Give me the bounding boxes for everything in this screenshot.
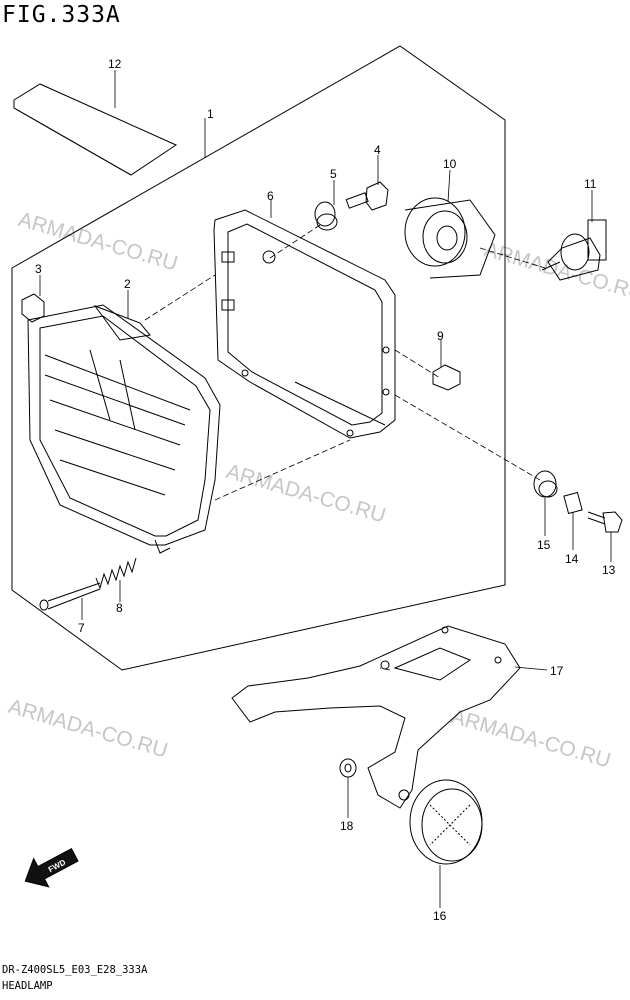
callout-7: 7 [78, 621, 85, 635]
callout-10: 10 [443, 157, 457, 171]
bracket-hole [380, 660, 390, 670]
part-9-nut [432, 364, 461, 391]
part-15-grommet [533, 470, 558, 498]
part-3-clip [21, 293, 45, 323]
callout-5: 5 [330, 167, 337, 181]
callout-6: 6 [267, 189, 274, 203]
bracket-hole [494, 656, 502, 664]
callout-12: 12 [108, 57, 122, 71]
part-17-bracket [231, 625, 521, 809]
part-12-label-plate [13, 83, 178, 176]
callout-11: 11 [584, 177, 597, 191]
part-10-socket [404, 197, 496, 279]
fwd-arrow-icon: FWD [24, 847, 79, 888]
leader-lines [39, 70, 612, 908]
part-4-bolt [345, 181, 389, 211]
callout-1: 1 [207, 107, 214, 121]
callout-15: 15 [537, 538, 551, 552]
part-18-nut [339, 758, 357, 778]
callout-4: 4 [374, 143, 381, 157]
part-8-spring [95, 557, 137, 590]
callout-8: 8 [116, 601, 123, 615]
part-6-housing [213, 209, 396, 439]
callout-2: 2 [124, 277, 131, 291]
part-16-reflector [409, 779, 483, 865]
part-14-collar [563, 491, 583, 515]
callout-17: 17 [550, 664, 564, 678]
part-11-bulb [541, 219, 607, 281]
callout-16: 16 [433, 909, 447, 923]
callout-13: 13 [602, 563, 616, 577]
part-13-bolt [587, 511, 623, 533]
figure-title: FIG.333A [2, 2, 121, 28]
callout-3: 3 [35, 262, 42, 276]
callout-14: 14 [565, 552, 579, 566]
assembly-frame [11, 45, 506, 671]
part-2-headlamp-unit [27, 304, 221, 554]
footer-code: DR-Z400SL5_E03_E28_333A [2, 964, 148, 976]
bracket-hole [441, 626, 449, 634]
footer-name: HEADLAMP [2, 980, 53, 992]
callout-18: 18 [340, 819, 354, 833]
bracket-hole [398, 789, 410, 801]
part-5-grommet [314, 201, 338, 231]
part-7-screw [39, 582, 101, 611]
callout-9: 9 [437, 329, 444, 343]
